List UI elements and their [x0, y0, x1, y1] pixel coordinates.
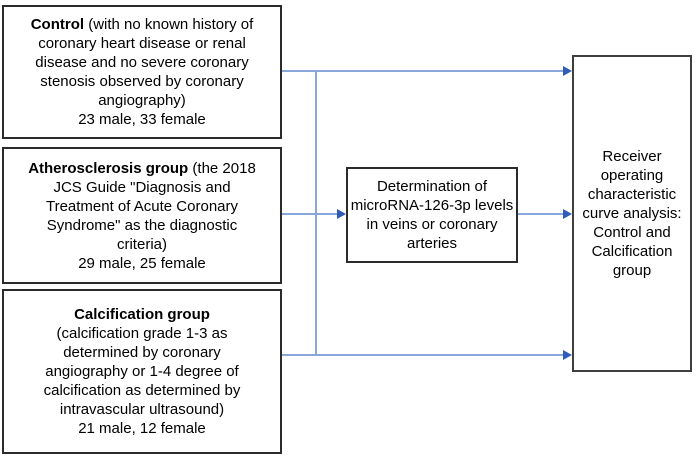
- roc-analysis-box: Receiver operating characteristic curve …: [572, 55, 692, 372]
- connector-determination-to-roc-line: [518, 213, 564, 215]
- connector-calcification-to-roc-line: [282, 354, 564, 356]
- arrow-right-icon: [563, 66, 572, 76]
- calcification-group-description: (calcification grade 1-3 as determined b…: [43, 325, 241, 418]
- determination-text: Determination of microRNA-126-3p levels …: [350, 178, 514, 252]
- calcification-group-counts: 21 male, 12 female: [78, 420, 206, 437]
- atherosclerosis-group-text: Atherosclerosis group (the 2018 JCS Guid…: [4, 159, 280, 273]
- calcification-group-title: Calcification group: [74, 306, 210, 323]
- atherosclerosis-group-counts: 29 male, 25 female: [78, 254, 206, 272]
- arrow-right-icon: [563, 209, 572, 219]
- atherosclerosis-group-description: (the 2018 JCS Guide "Diagnosis and Treat…: [45, 159, 256, 253]
- arrow-right-icon: [563, 350, 572, 360]
- calcification-group-text: Calcification group (calcification grade…: [4, 305, 280, 438]
- connector-control-to-roc-line: [282, 70, 564, 72]
- roc-analysis-text: Receiver operating characteristic curve …: [582, 148, 682, 279]
- calcification-group-box: Calcification group (calcification grade…: [2, 289, 282, 454]
- connector-atherosclerosis-to-determination-line: [282, 213, 338, 215]
- connector-vertical-bus-line: [315, 70, 317, 356]
- arrow-right-icon: [337, 209, 346, 219]
- atherosclerosis-group-box: Atherosclerosis group (the 2018 JCS Guid…: [2, 147, 282, 284]
- atherosclerosis-group-title: Atherosclerosis group: [28, 159, 189, 177]
- control-group-counts: 23 male, 33 female: [78, 111, 206, 128]
- control-group-box: Control (with no known history of corona…: [2, 5, 282, 139]
- determination-box: Determination of microRNA-126-3p levels …: [346, 167, 518, 263]
- control-group-text: Control (with no known history of corona…: [4, 15, 280, 129]
- control-group-title: Control: [30, 16, 85, 33]
- control-group-description: (with no known history of coronary heart…: [35, 16, 254, 109]
